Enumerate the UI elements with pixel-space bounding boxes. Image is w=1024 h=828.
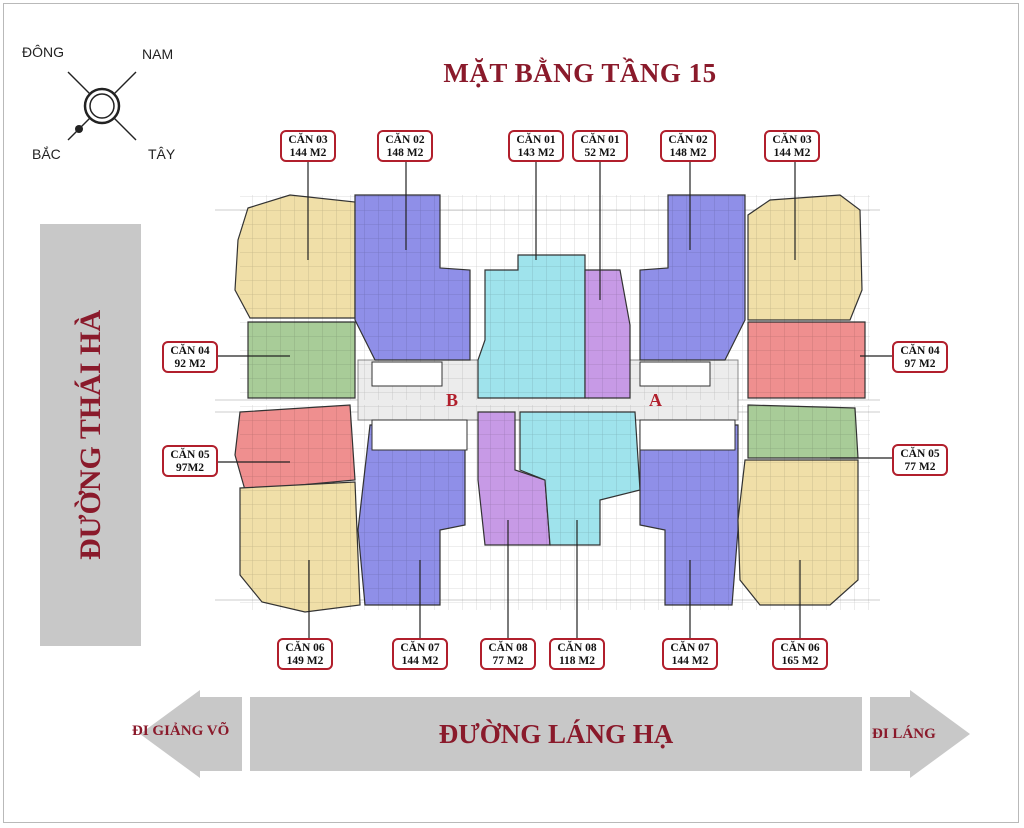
compass-icon [67,71,137,141]
unit-area: 144 M2 [401,655,439,667]
unit-area: 144 M2 [289,147,327,159]
direction-giang-vo: ĐI GIẢNG VÕ [132,723,230,739]
unit-name: CĂN 06 [285,642,325,654]
unit-area: 144 M2 [671,655,709,667]
unit-name: CĂN 06 [780,642,820,654]
unit-name: CĂN 08 [557,642,597,654]
unit-area: 92 M2 [174,358,206,370]
unit-name: CĂN 07 [670,642,710,654]
sheet-border [3,3,1019,823]
unit-name: CĂN 08 [488,642,528,654]
wing-b-marker: B [446,390,459,410]
unit-area: 149 M2 [286,655,324,667]
unit-name: CĂN 05 [900,448,940,460]
compass-east-label: ĐÔNG [22,44,64,60]
unit-name: CĂN 03 [772,134,812,146]
page-title: MẶT BẰNG TẦNG 15 [443,58,717,88]
unit-area: 165 M2 [781,655,819,667]
lang-ha-road-label: ĐƯỜNG LÁNG HẠ [438,718,674,749]
unit-area: 118 M2 [558,655,596,667]
unit-name: CĂN 04 [900,345,940,357]
unit-area: 77 M2 [492,655,524,667]
unit-name: CĂN 03 [288,134,328,146]
unit-area: 148 M2 [386,147,424,159]
compass-north-label: BẮC [32,146,61,162]
compass-west-label: TÂY [148,146,176,162]
unit-name: CĂN 02 [668,134,708,146]
unit-name: CĂN 05 [170,449,210,461]
unit-name: CĂN 02 [385,134,425,146]
thai-ha-road: ĐƯỜNG THÁI HÀ [40,224,141,646]
unit-area: 144 M2 [773,147,811,159]
unit-name: CĂN 04 [170,345,210,357]
compass-south-label: NAM [142,46,174,62]
unit-name: CĂN 01 [580,134,620,146]
direction-lang: ĐI LÁNG [872,726,936,742]
unit-area: 97 M2 [904,358,936,370]
unit-area: 97M2 [175,462,205,474]
unit-area: 143 M2 [517,147,555,159]
wing-a-marker: A [649,390,662,410]
unit-area: 148 M2 [669,147,707,159]
unit-area: 52 M2 [584,147,616,159]
unit-name: CĂN 01 [516,134,556,146]
unit-area: 77 M2 [904,461,936,473]
lang-ha-road-arrow [140,690,970,778]
unit-name: CĂN 07 [400,642,440,654]
